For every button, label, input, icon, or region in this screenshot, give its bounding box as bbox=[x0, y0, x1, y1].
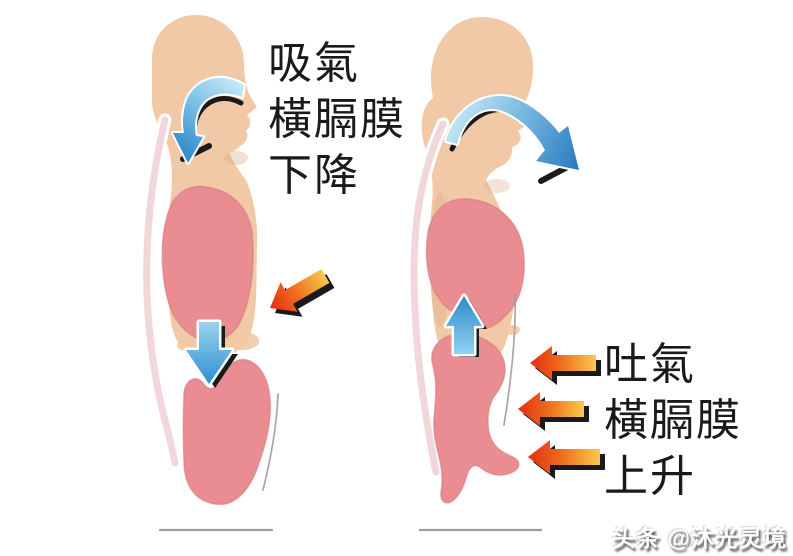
chin-shading bbox=[224, 151, 248, 165]
exhale-figure-group bbox=[407, 16, 605, 532]
exhale-label-line: 吐氣 bbox=[604, 340, 696, 389]
exhale-label: 吐氣 橫膈膜 上升 bbox=[604, 337, 742, 505]
spine-line bbox=[410, 120, 447, 476]
inhale-label-line: 吸氣 bbox=[268, 39, 360, 88]
abdomen-compress-arrow-icon bbox=[530, 346, 596, 380]
inhale-airflow-arrow-icon bbox=[171, 75, 246, 165]
abdomen-compress-arrow-icon bbox=[518, 392, 584, 426]
skin-patch bbox=[504, 325, 520, 335]
diaphragm-up-arrow-icon bbox=[443, 293, 485, 357]
inhale-label-line: 橫膈膜 bbox=[268, 95, 406, 144]
diaphragm-down-arrow-icon bbox=[183, 319, 235, 387]
spine-line bbox=[143, 116, 179, 467]
exhale-airflow-arrow-icon bbox=[444, 94, 581, 172]
abdomen-expand-arrow-icon bbox=[270, 269, 330, 312]
exhale-label-line: 上升 bbox=[604, 452, 696, 501]
abdomen-shape bbox=[431, 333, 520, 504]
abdomen-compress-arrow-icon bbox=[528, 440, 600, 474]
lung-shape bbox=[161, 185, 254, 342]
inhale-figure-group bbox=[140, 14, 335, 532]
exhale-label-line: 橫膈膜 bbox=[604, 396, 742, 445]
watermark: 头条 @沐光灵境 bbox=[612, 525, 787, 551]
skin-patch bbox=[227, 332, 259, 350]
inhale-label-line: 下降 bbox=[268, 151, 360, 200]
chin-shading bbox=[484, 179, 510, 193]
inhale-label: 吸氣 橫膈膜 下降 bbox=[268, 36, 406, 204]
belly-outline bbox=[262, 393, 279, 491]
belly-outline bbox=[503, 294, 516, 426]
abdomen-shape bbox=[182, 358, 272, 506]
